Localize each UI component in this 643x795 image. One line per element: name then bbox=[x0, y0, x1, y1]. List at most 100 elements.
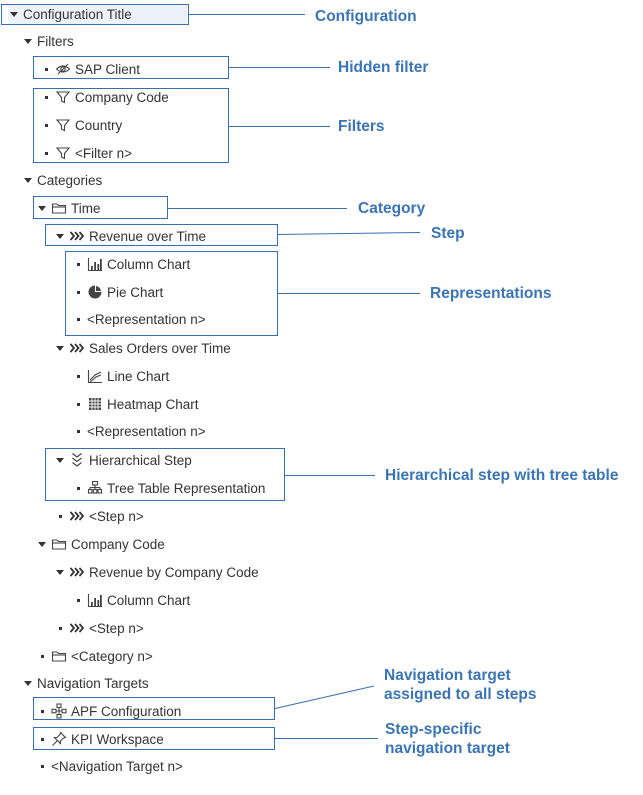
leaf-bullet-icon bbox=[72, 594, 84, 606]
tree-node-label: KPI Workspace bbox=[71, 731, 164, 747]
tree-node-revenue-by-company-code[interactable]: Revenue by Company Code bbox=[54, 562, 259, 582]
tree-node-config-title[interactable]: Configuration Title bbox=[8, 4, 187, 24]
tree-node-label: Line Chart bbox=[107, 368, 170, 384]
tree-node-sap-client[interactable]: SAP Client bbox=[40, 59, 140, 79]
tree-table-icon bbox=[87, 480, 103, 496]
tree-node-label: <Step n> bbox=[89, 620, 144, 636]
annotation-nav-all-line2: assigned to all steps bbox=[384, 686, 537, 703]
leaf-bullet-icon bbox=[40, 119, 52, 131]
annotation-step: Step bbox=[431, 225, 465, 242]
tree-node-country[interactable]: Country bbox=[40, 115, 122, 135]
leaf-bullet-icon bbox=[72, 425, 84, 437]
tree-node-navigation-targets[interactable]: Navigation Targets bbox=[22, 673, 149, 693]
tree-node-label: <Category n> bbox=[71, 648, 153, 664]
tree-node-label: Time bbox=[71, 200, 101, 216]
tree-node-label: Revenue by Company Code bbox=[89, 564, 259, 580]
tree-node-company-code-filter[interactable]: Company Code bbox=[40, 87, 169, 107]
leaf-bullet-icon bbox=[40, 63, 52, 75]
tree-node-label: <Representation n> bbox=[87, 311, 206, 327]
tree-node-label: Revenue over Time bbox=[89, 228, 207, 244]
tree-node-label: Tree Table Representation bbox=[107, 480, 266, 496]
pie-chart-icon bbox=[87, 284, 103, 300]
annotation-nav-specific-line1: Step-specific bbox=[385, 721, 482, 738]
tree-node-apf-configuration[interactable]: APF Configuration bbox=[36, 701, 181, 721]
connector-nav-all-steps bbox=[274, 685, 375, 709]
leaf-bullet-icon bbox=[36, 733, 48, 745]
tree-node-navigation-target-n[interactable]: <Navigation Target n> bbox=[36, 756, 183, 776]
expand-arrow-icon[interactable] bbox=[54, 454, 66, 466]
eye-hidden-icon bbox=[55, 61, 71, 77]
expand-arrow-icon[interactable] bbox=[54, 342, 66, 354]
tree-node-line-chart[interactable]: Line Chart bbox=[72, 366, 169, 386]
leaf-bullet-icon bbox=[72, 313, 84, 325]
tree-node-representation-n-1[interactable]: <Representation n> bbox=[72, 309, 206, 329]
expand-arrow-icon[interactable] bbox=[22, 677, 34, 689]
tree-node-step-n-1[interactable]: <Step n> bbox=[54, 506, 144, 526]
leaf-bullet-icon bbox=[72, 398, 84, 410]
tree-node-column-chart-2[interactable]: Column Chart bbox=[72, 590, 190, 610]
tree-node-label: Company Code bbox=[71, 536, 165, 552]
expand-arrow-icon[interactable] bbox=[22, 35, 34, 47]
tree-node-representation-n-2[interactable]: <Representation n> bbox=[72, 421, 206, 441]
column-chart-icon bbox=[87, 592, 103, 608]
tree-node-label: Heatmap Chart bbox=[107, 396, 199, 412]
expand-arrow-icon[interactable] bbox=[8, 8, 20, 20]
tree-node-tree-table-representation[interactable]: Tree Table Representation bbox=[72, 478, 265, 498]
tree-node-label: Company Code bbox=[75, 89, 169, 105]
leaf-bullet-icon bbox=[40, 147, 52, 159]
heatmap-icon bbox=[87, 396, 103, 412]
expand-arrow-icon[interactable] bbox=[36, 538, 48, 550]
tree-node-label: Column Chart bbox=[107, 256, 191, 272]
tree-node-label: Column Chart bbox=[107, 592, 191, 608]
expand-arrow-icon[interactable] bbox=[54, 230, 66, 242]
annotation-category: Category bbox=[358, 200, 426, 217]
tree-node-label: APF Configuration bbox=[71, 703, 182, 719]
tree-node-pie-chart[interactable]: Pie Chart bbox=[72, 282, 163, 302]
box-category bbox=[33, 196, 168, 219]
tree-node-revenue-over-time[interactable]: Revenue over Time bbox=[54, 226, 206, 246]
leaf-bullet-icon bbox=[36, 650, 48, 662]
tree-node-sales-orders-over-time[interactable]: Sales Orders over Time bbox=[54, 338, 231, 358]
expand-arrow-icon[interactable] bbox=[22, 174, 34, 186]
leaf-bullet-icon bbox=[54, 622, 66, 634]
tree-node-kpi-workspace[interactable]: KPI Workspace bbox=[36, 729, 164, 749]
leaf-bullet-icon bbox=[36, 760, 48, 772]
box-apf-configuration bbox=[33, 697, 275, 720]
tree-node-label: <Navigation Target n> bbox=[51, 758, 183, 774]
expand-arrow-icon[interactable] bbox=[54, 566, 66, 578]
leaf-bullet-icon bbox=[36, 705, 48, 717]
leaf-bullet-icon bbox=[72, 370, 84, 382]
tree-node-time[interactable]: Time bbox=[36, 198, 101, 218]
line-chart-icon bbox=[87, 368, 103, 384]
tree-node-label: <Filter n> bbox=[75, 145, 133, 161]
column-chart-icon bbox=[87, 256, 103, 272]
step-chevrons-icon bbox=[69, 508, 85, 524]
expand-arrow-icon[interactable] bbox=[36, 202, 48, 214]
tree-node-filter-n[interactable]: <Filter n> bbox=[40, 143, 132, 163]
tree-node-label: Navigation Targets bbox=[37, 675, 149, 691]
annotation-nav-specific-line2: navigation target bbox=[385, 740, 510, 757]
tree-node-hierarchical-step[interactable]: Hierarchical Step bbox=[54, 450, 192, 470]
tree-node-label: SAP Client bbox=[75, 61, 141, 77]
funnel-icon bbox=[55, 117, 71, 133]
tree-node-step-n-2[interactable]: <Step n> bbox=[54, 618, 144, 638]
tree-node-label: Pie Chart bbox=[107, 284, 164, 300]
tree-node-heatmap-chart[interactable]: Heatmap Chart bbox=[72, 394, 199, 414]
tree-node-label: <Step n> bbox=[89, 508, 144, 524]
leaf-bullet-icon bbox=[72, 286, 84, 298]
tree-node-column-chart-1[interactable]: Column Chart bbox=[72, 254, 190, 274]
step-chevrons-icon bbox=[69, 340, 85, 356]
annotation-hidden-filter: Hidden filter bbox=[338, 59, 429, 76]
annotation-representations: Representations bbox=[430, 285, 552, 302]
step-chevrons-icon bbox=[69, 564, 85, 580]
tree-node-label: Configuration Title bbox=[23, 6, 132, 22]
leaf-bullet-icon bbox=[40, 91, 52, 103]
folder-icon bbox=[51, 536, 67, 552]
tree-node-label: Categories bbox=[37, 172, 103, 188]
annotation-nav-step-specific: Step-specific navigation target bbox=[385, 720, 510, 758]
tree-node-filters[interactable]: Filters bbox=[22, 31, 74, 51]
tree-node-category-n[interactable]: <Category n> bbox=[36, 646, 153, 666]
tree-node-company-code-category[interactable]: Company Code bbox=[36, 534, 165, 554]
tree-node-categories[interactable]: Categories bbox=[22, 170, 102, 190]
funnel-icon bbox=[55, 145, 71, 161]
